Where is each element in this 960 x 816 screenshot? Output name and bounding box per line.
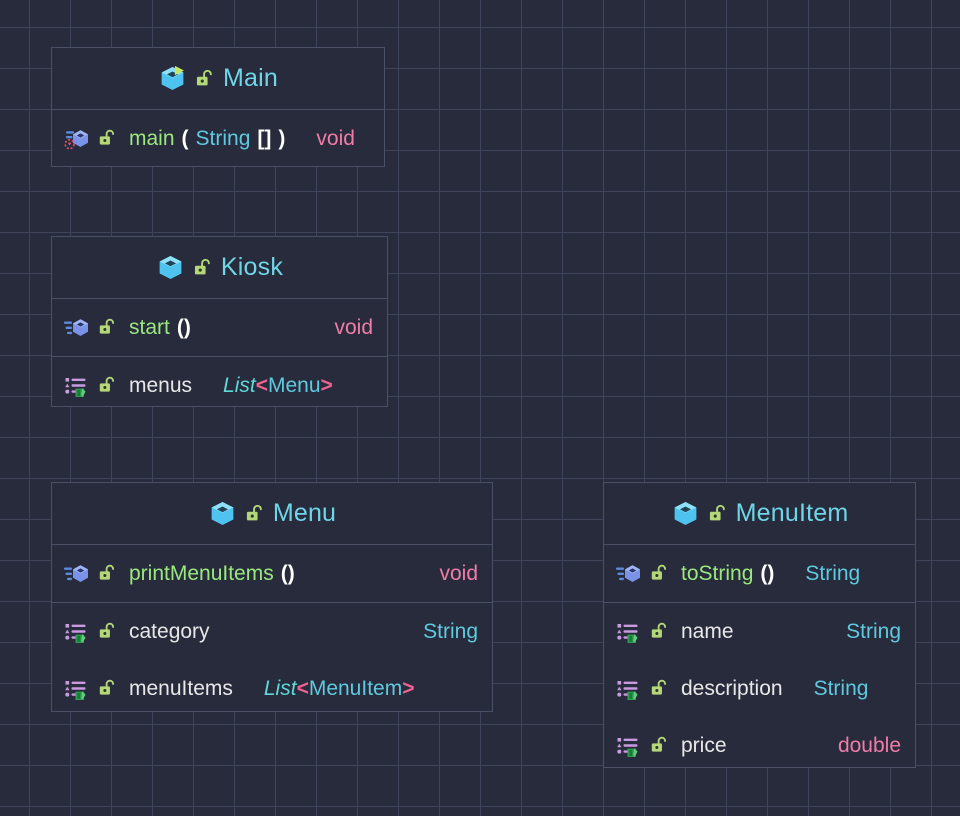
method-hexagon-icon: [64, 315, 90, 341]
member-parens: (): [176, 315, 191, 339]
member-return-type: String: [805, 561, 861, 585]
class-section-fields-kiosk: menus List<Menu>: [52, 356, 387, 414]
member-return-type: List<MenuItem>: [250, 677, 415, 701]
member-param-array-brackets: []: [257, 126, 272, 150]
unlocked-padlock-icon: [97, 678, 118, 699]
class-member-row[interactable]: start() void: [52, 299, 387, 356]
unlocked-padlock-icon: [649, 678, 670, 699]
field-list-icon: [616, 676, 642, 702]
unlocked-padlock-icon: [192, 257, 214, 279]
unlocked-padlock-icon: [97, 128, 118, 149]
field-list-icon: [64, 676, 90, 702]
unlocked-padlock-icon: [97, 375, 118, 396]
class-member-row[interactable]: printMenuItems() void: [52, 545, 492, 602]
class-member-row[interactable]: toString() String: [604, 545, 915, 602]
unlocked-padlock-icon: [649, 735, 670, 756]
member-return-type: String: [813, 676, 869, 700]
member-return-type: String: [846, 619, 901, 643]
member-name: main: [129, 126, 175, 150]
member-name: name: [681, 619, 734, 643]
class-member-row[interactable]: category String: [52, 603, 492, 660]
method-hexagon-icon: [616, 561, 642, 587]
class-box-kiosk[interactable]: Kiosk start() void: [51, 236, 388, 407]
unlocked-padlock-icon: [649, 563, 670, 584]
class-cube-icon: [671, 499, 700, 528]
unlocked-padlock-icon: [244, 503, 266, 525]
member-name: printMenuItems: [129, 561, 274, 585]
class-section-methods-main: main(String[]) void: [52, 110, 384, 167]
generic-argument: MenuItem: [308, 676, 403, 700]
member-name: price: [681, 733, 727, 757]
class-member-row[interactable]: menuItems List<MenuItem>: [52, 660, 492, 717]
class-section-methods-menu: printMenuItems() void: [52, 545, 492, 602]
class-header-main[interactable]: Main: [52, 48, 384, 110]
method-hexagon-entrypoint-icon: [64, 126, 90, 152]
unlocked-padlock-icon: [97, 621, 118, 642]
class-box-menuitem[interactable]: MenuItem toString() String: [603, 482, 916, 768]
class-member-row[interactable]: menus List<Menu>: [52, 357, 387, 414]
unlocked-padlock-icon: [97, 317, 118, 338]
member-name: menus: [129, 373, 193, 397]
member-return-type: List<Menu>: [209, 374, 333, 398]
member-return-type: void: [316, 126, 355, 150]
field-list-icon: [616, 619, 642, 645]
member-name: category: [129, 619, 210, 643]
generic-base: List: [223, 373, 256, 397]
member-paren-close: ): [278, 126, 286, 150]
member-name: description: [681, 676, 783, 700]
member-paren-open: (: [181, 126, 189, 150]
class-title-menuitem: MenuItem: [735, 499, 849, 527]
class-title-menu: Menu: [272, 499, 337, 527]
generic-base: List: [263, 676, 297, 700]
unlocked-padlock-icon: [649, 621, 670, 642]
class-header-menuitem[interactable]: MenuItem: [604, 483, 915, 545]
member-return-type: void: [334, 315, 373, 339]
class-member-row[interactable]: price double: [604, 717, 915, 774]
class-cube-icon: [156, 253, 185, 282]
class-title-main: Main: [223, 64, 278, 92]
field-list-icon: [64, 373, 90, 399]
class-member-row[interactable]: main(String[]) void: [52, 110, 384, 167]
field-list-icon: [64, 619, 90, 645]
member-return-type: String: [423, 619, 478, 643]
class-box-menu[interactable]: Menu printMenuItems() void: [51, 482, 493, 712]
generic-argument: Menu: [267, 373, 321, 397]
class-header-kiosk[interactable]: Kiosk: [52, 237, 387, 299]
member-param-type: String: [195, 126, 251, 150]
generic-open-bracket: <: [296, 676, 309, 700]
member-return-type: void: [439, 561, 478, 585]
class-member-row[interactable]: name String: [604, 603, 915, 660]
unlocked-padlock-icon: [707, 503, 729, 525]
generic-close-bracket: >: [320, 373, 333, 397]
class-section-fields-menuitem: name String description String: [604, 602, 915, 774]
member-name: toString: [681, 561, 754, 585]
field-list-icon: [616, 733, 642, 759]
member-return-type: double: [837, 733, 901, 757]
class-box-main[interactable]: Main main(String[]) void: [51, 47, 385, 167]
class-title-kiosk: Kiosk: [220, 253, 284, 281]
class-cube-run-icon: [158, 64, 187, 93]
class-cube-icon: [208, 499, 237, 528]
unlocked-padlock-icon: [97, 563, 118, 584]
class-section-fields-menu: category String menuItems Lis: [52, 602, 492, 717]
class-section-methods-menuitem: toString() String: [604, 545, 915, 602]
unlocked-padlock-icon: [194, 68, 216, 90]
generic-open-bracket: <: [255, 373, 268, 397]
member-name: menuItems: [129, 676, 233, 700]
member-name: start: [129, 315, 170, 339]
class-member-row[interactable]: description String: [604, 660, 915, 717]
class-header-menu[interactable]: Menu: [52, 483, 492, 545]
method-hexagon-icon: [64, 561, 90, 587]
member-parens: (): [280, 561, 295, 585]
class-section-methods-kiosk: start() void: [52, 299, 387, 356]
member-parens: (): [760, 561, 775, 585]
generic-close-bracket: >: [402, 676, 415, 700]
